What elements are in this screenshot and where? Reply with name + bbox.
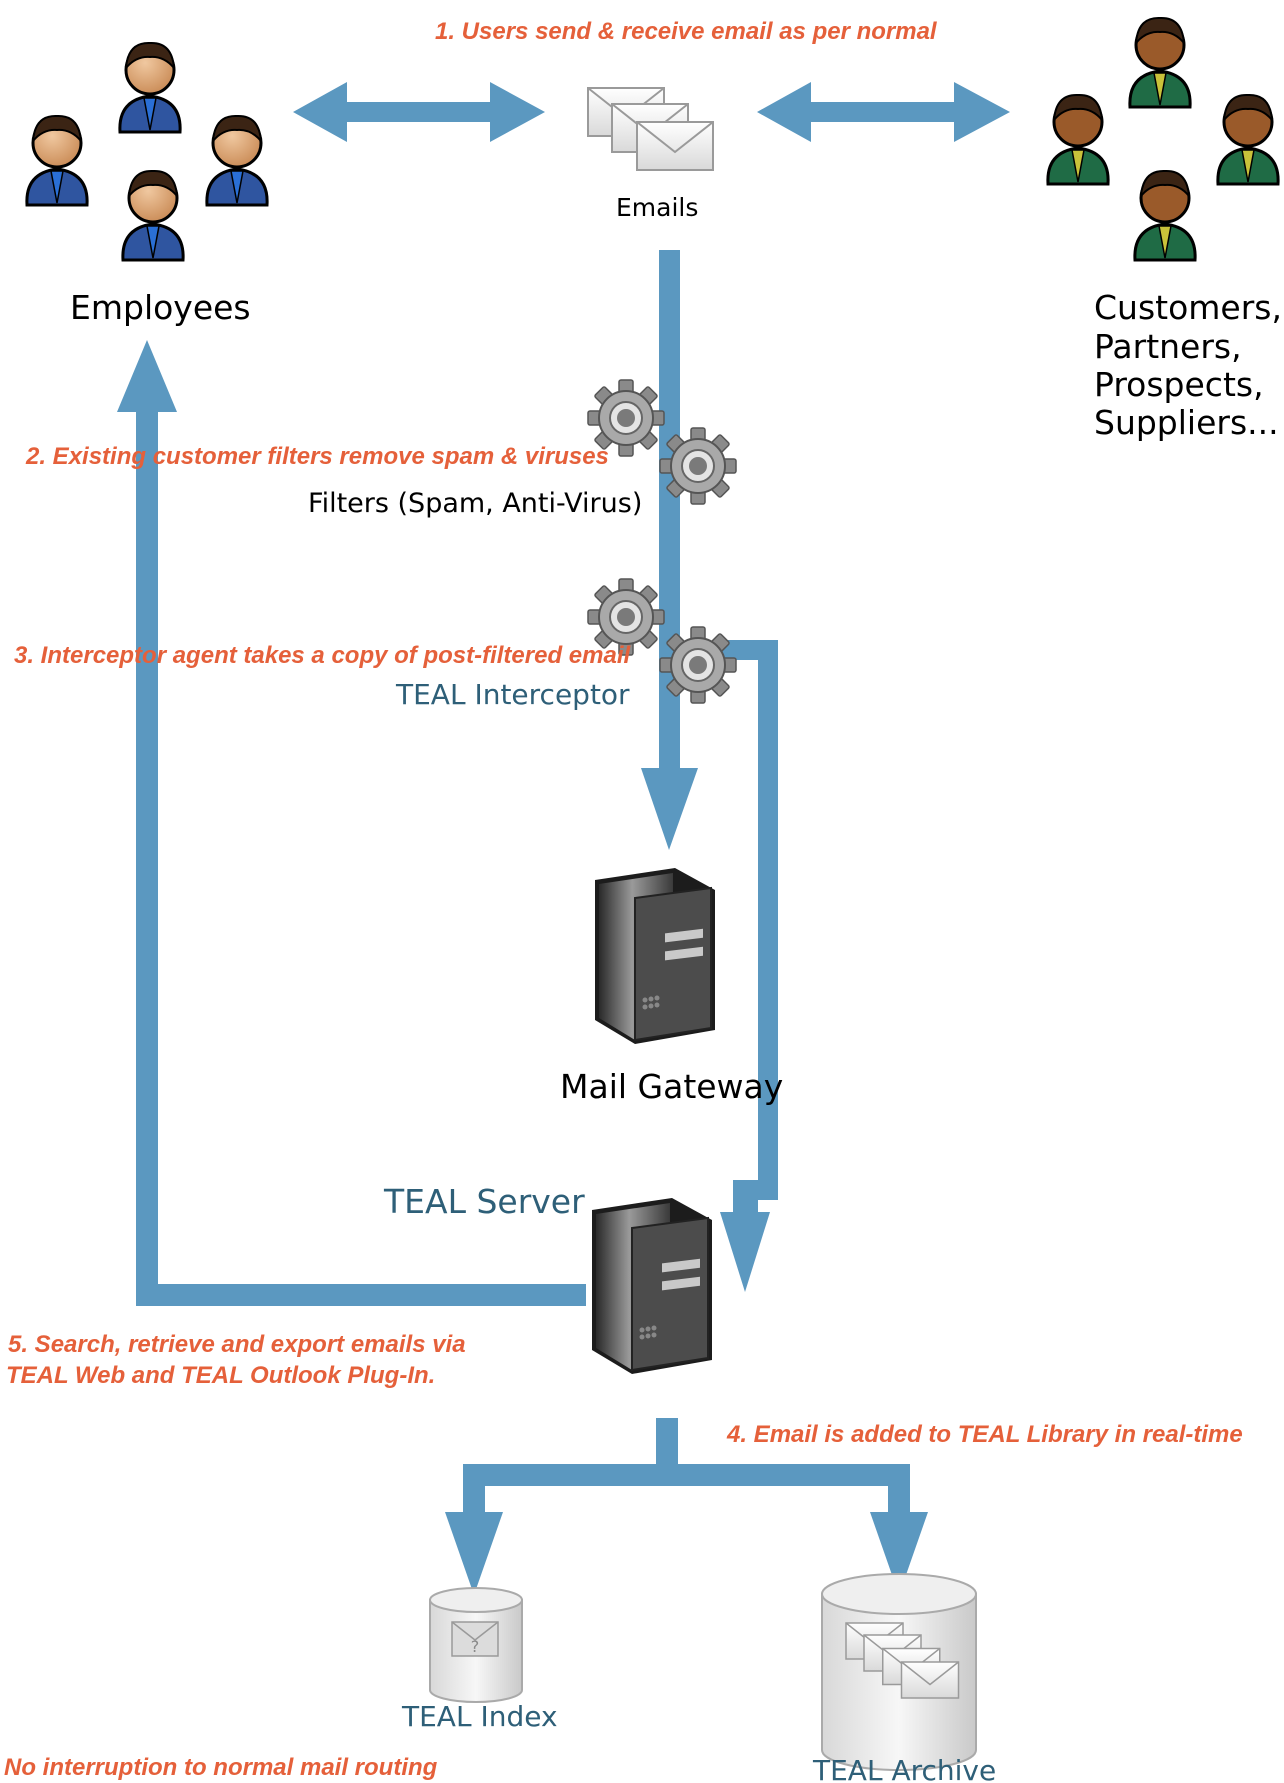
external-label-line: Customers, <box>1094 288 1282 327</box>
external-label-line: Prospects, <box>1094 365 1264 404</box>
svg-text:?: ? <box>471 1637 480 1656</box>
mail-gateway-server-icon <box>594 867 716 1045</box>
library-bar <box>463 1464 910 1486</box>
footer-note: No interruption to normal mail routing <box>4 1754 438 1781</box>
teal-server-label: TEAL Server <box>383 1182 585 1221</box>
emails-label: Emails <box>616 193 698 222</box>
mail-gateway-label: Mail Gateway <box>560 1067 783 1106</box>
step-5-text-line1: 5. Search, retrieve and export emails vi… <box>8 1331 466 1358</box>
arrowhead-to-employees <box>117 340 177 412</box>
filters-label: Filters (Spam, Anti-Virus) <box>308 488 642 519</box>
arrowhead-to-server <box>720 1212 770 1292</box>
return-path-vertical <box>136 410 158 1306</box>
teal-archive-database-icon <box>821 1573 977 1771</box>
external-label-line: Partners, <box>1094 327 1242 366</box>
envelope-stack-icon <box>587 87 714 171</box>
teal-index-label: TEAL Index <box>401 1700 558 1733</box>
return-path-horizontal <box>136 1284 586 1306</box>
external-group-icon <box>1046 16 1280 262</box>
flow-line-main <box>659 250 680 778</box>
library-stem <box>656 1418 678 1478</box>
copy-path-vertical <box>758 640 778 1200</box>
teal-index-database-icon: ? <box>429 1587 523 1703</box>
flow-arrows <box>117 82 1010 1595</box>
step-1-text: 1. Users send & receive email as per nor… <box>435 18 938 45</box>
teal-archive-label: TEAL Archive <box>812 1754 996 1783</box>
external-label-line: Suppliers... <box>1094 403 1279 442</box>
interceptor-label: TEAL Interceptor <box>395 678 630 711</box>
double-arrow-employees-emails <box>293 82 545 142</box>
arrowhead-to-gateway <box>641 768 698 850</box>
arrowhead-to-index <box>445 1512 503 1595</box>
double-arrow-emails-external <box>757 82 1010 142</box>
step-4-text: 4. Email is added to TEAL Library in rea… <box>726 1421 1243 1448</box>
external-parties-label: Customers, Partners, Prospects, Supplier… <box>1094 288 1282 442</box>
employees-label: Employees <box>70 288 251 327</box>
step-2-text: 2. Existing customer filters remove spam… <box>25 443 609 470</box>
arrowhead-to-archive <box>870 1512 928 1595</box>
step-3-text: 3. Interceptor agent takes a copy of pos… <box>14 642 631 669</box>
teal-server-icon <box>591 1197 713 1375</box>
employees-group-icon <box>25 41 269 262</box>
step-5-text-line2: TEAL Web and TEAL Outlook Plug-In. <box>6 1362 435 1389</box>
